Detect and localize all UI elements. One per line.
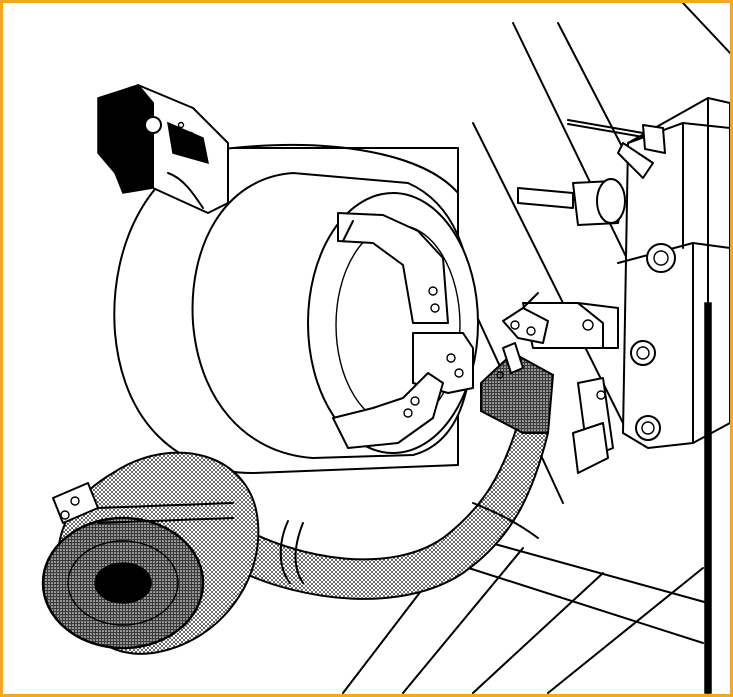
workpiece-gripper-icon <box>480 292 555 434</box>
chuck-jaw-icon <box>332 212 474 449</box>
lathe-gripper-illustration <box>41 3 730 694</box>
drill-tool-icon <box>517 119 666 226</box>
tool-holder-icon <box>522 302 619 474</box>
gripper-base-icon <box>41 451 260 655</box>
turret-icon <box>617 97 730 694</box>
clamp-block-icon <box>97 84 229 214</box>
